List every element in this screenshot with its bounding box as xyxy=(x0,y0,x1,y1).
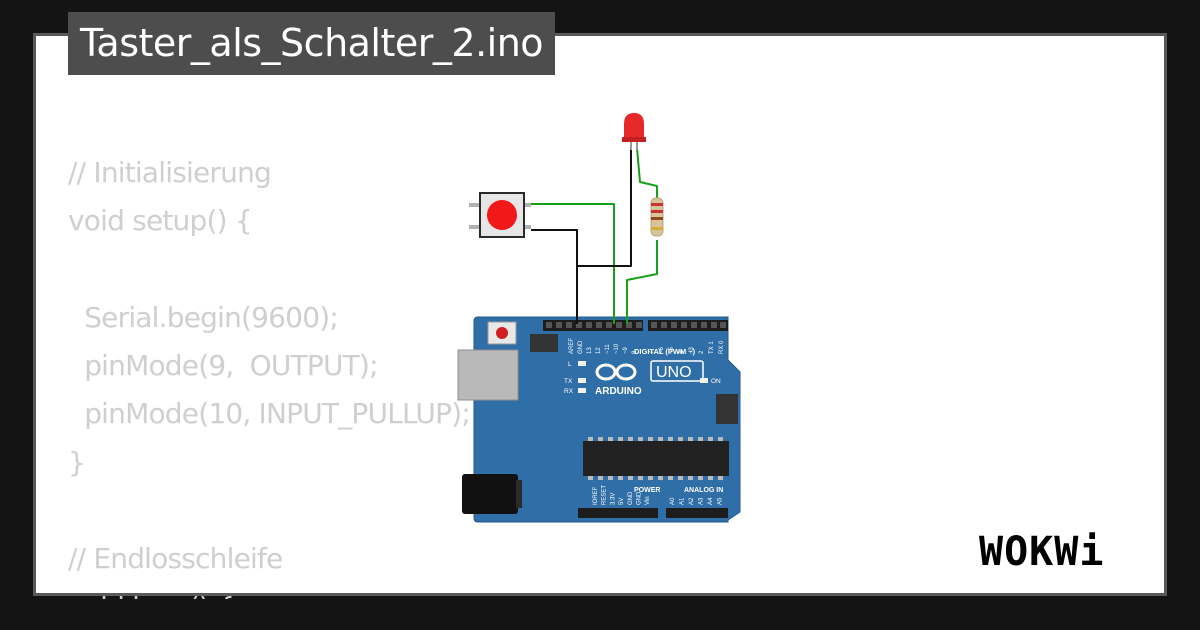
pin-label: Vin xyxy=(645,496,651,505)
pin-label: 3.3V xyxy=(610,493,616,505)
power-jack xyxy=(462,474,518,514)
microcontroller-chip xyxy=(583,441,729,476)
led-on xyxy=(700,378,708,383)
wire-button-to-gnd xyxy=(531,229,578,324)
digital-header-right xyxy=(648,320,728,331)
pin-label: AREF xyxy=(569,338,575,354)
led-l xyxy=(578,361,586,366)
wire-led-anode-to-resistor xyxy=(636,147,658,200)
wire-button-to-pin10 xyxy=(531,203,615,324)
pin-label: ~9 xyxy=(623,346,629,354)
pin-label: IOREF xyxy=(593,486,599,505)
pin-label: A4 xyxy=(708,497,714,505)
pin-label: GND xyxy=(578,340,584,354)
usb-port xyxy=(457,349,519,401)
wokwi-logo: WOKWi xyxy=(979,529,1104,575)
wires xyxy=(531,147,658,324)
digital-header-label: DIGITAL (PWM ~) xyxy=(634,347,696,356)
board-brand-label: ARDUINO xyxy=(595,386,642,397)
pushbutton xyxy=(469,192,531,238)
pin-label: 2 xyxy=(699,350,705,354)
code-line: Serial.begin(9600); xyxy=(68,300,339,334)
power-header xyxy=(578,508,658,518)
code-line: pinMode(10, INPUT_PULLUP); xyxy=(68,397,471,431)
code-line: void setup() { xyxy=(68,204,253,238)
wire-resistor-to-pin9 xyxy=(626,240,658,324)
pin-label: ~6 xyxy=(659,346,665,354)
led-rx-label: RX xyxy=(564,388,574,395)
analog-header-label: ANALOG IN xyxy=(684,487,723,494)
led-l-label: L xyxy=(568,361,572,368)
pin-label: 7 xyxy=(649,350,655,354)
code-line xyxy=(68,487,478,535)
led-tx-label: TX xyxy=(564,378,573,385)
pin-label: ~10 xyxy=(614,343,620,354)
code-line: void loop() { xyxy=(68,584,478,599)
code-line xyxy=(68,246,478,294)
led-on-label: ON xyxy=(711,378,721,385)
led-tx xyxy=(578,378,586,383)
code-line: pinMode(9, OUTPUT); xyxy=(68,349,378,383)
red-led xyxy=(622,113,646,150)
pin-label: ~11 xyxy=(605,344,611,354)
arduino-infinity-icon xyxy=(595,363,637,381)
power-header-label: POWER xyxy=(634,487,660,494)
pushbutton-cap xyxy=(487,200,517,230)
pin-label: 13 xyxy=(587,347,593,354)
pin-label: A3 xyxy=(699,497,705,505)
pin-label: A2 xyxy=(689,497,695,505)
pin-label: 12 xyxy=(596,347,602,354)
pin-label: ~3 xyxy=(689,346,695,354)
code-line: // Initialisierung xyxy=(68,156,272,189)
pin-label: GND xyxy=(628,491,634,505)
pin-label: A1 xyxy=(680,497,686,505)
project-filename: Taster_als_Schalter_2.ino xyxy=(68,12,556,75)
pin-label: 5V xyxy=(619,498,625,505)
pin-label: RX 0 xyxy=(719,340,725,354)
board-model-label: UNO xyxy=(656,364,692,381)
pin-label: RESET xyxy=(602,485,608,505)
code-line: // Endlosschleife xyxy=(68,542,283,576)
code-preview: // Initialisierung void setup() { Serial… xyxy=(68,149,478,599)
circuit-diagram: ARDUINO UNO DIGITAL (PWM ~) L TX RX ON P… xyxy=(457,113,741,523)
led-rx xyxy=(578,388,586,393)
wokwi-logo-text: WOKWi xyxy=(979,529,1104,575)
pin-label: A5 xyxy=(718,497,724,505)
pin-label: ~5 xyxy=(669,346,675,354)
pin-label: GND xyxy=(637,491,643,505)
pin-label: A0 xyxy=(670,497,676,505)
wire-led-cathode-to-gnd xyxy=(578,148,632,267)
code-line: } xyxy=(68,445,86,479)
pin-label: TX 1 xyxy=(709,341,715,354)
pin-label: 4 xyxy=(679,350,685,354)
digital-header-left xyxy=(543,320,643,331)
pin-label: 8 xyxy=(632,350,638,354)
arduino-uno-board: ARDUINO UNO DIGITAL (PWM ~) L TX RX ON P… xyxy=(457,316,741,523)
resistor xyxy=(650,197,664,237)
analog-header xyxy=(666,508,728,518)
